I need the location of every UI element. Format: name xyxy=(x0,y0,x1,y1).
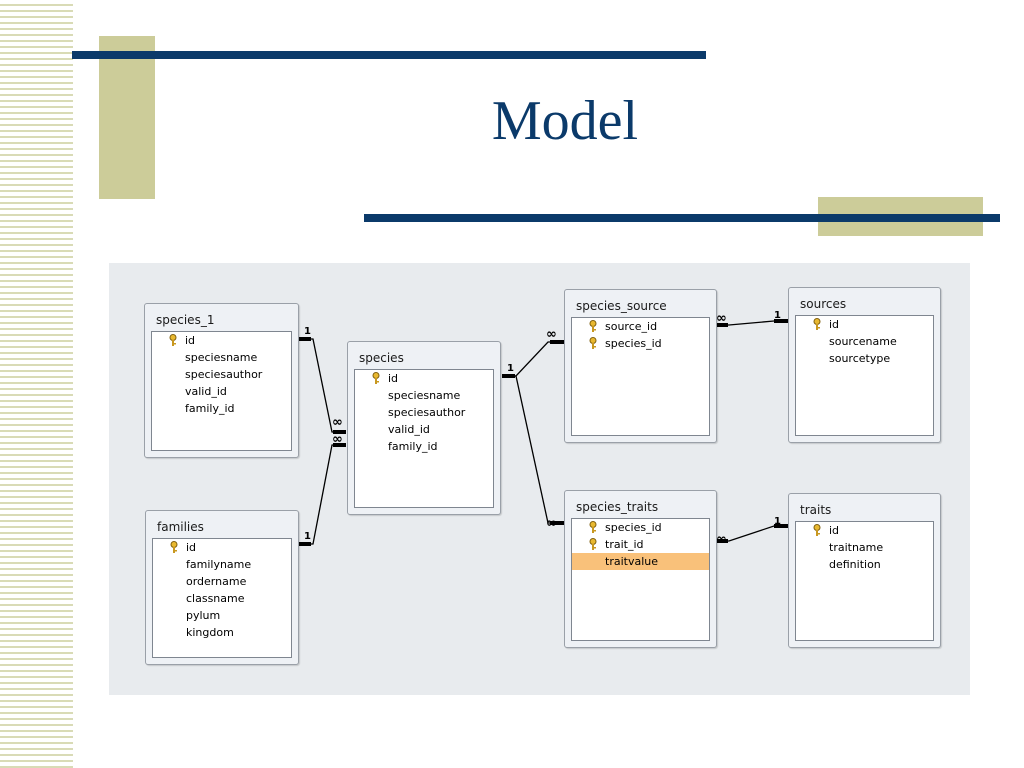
table-sources[interactable]: sources id sourcename sourcetype xyxy=(788,287,941,443)
relationship-diagram: 1 1 ∞ ∞ 1 ∞ ∞ ∞ 1 ∞ 1 species_1 id speci… xyxy=(109,263,970,695)
field-row[interactable]: id xyxy=(796,522,933,539)
field-row[interactable]: id xyxy=(355,370,493,387)
key-icon xyxy=(588,521,598,534)
slide-title: Model xyxy=(491,90,639,152)
field-row[interactable]: kingdom xyxy=(186,626,234,639)
many-label-species-b: ∞ xyxy=(332,432,343,447)
key-icon xyxy=(588,320,598,333)
field-row[interactable]: pylum xyxy=(186,609,221,622)
field-list: id traitname definition xyxy=(795,521,934,641)
field-row[interactable]: sourcetype xyxy=(829,352,891,365)
many-label-speciestraits: ∞ xyxy=(546,516,557,531)
field-row[interactable]: trait_id xyxy=(572,536,709,553)
relationship-lines: 1 1 ∞ ∞ 1 ∞ ∞ ∞ 1 ∞ 1 xyxy=(299,310,788,547)
key-icon xyxy=(168,334,178,347)
field-row[interactable]: id xyxy=(796,316,933,333)
table-species-traits[interactable]: species_traits species_id trait_id trait… xyxy=(564,490,717,648)
table-traits[interactable]: traits id traitname definition xyxy=(788,493,941,648)
field-row-selected[interactable]: traitvalue xyxy=(572,553,709,570)
field-row[interactable]: source_id xyxy=(572,318,709,335)
decor-line-top xyxy=(72,51,706,59)
key-icon xyxy=(812,318,822,331)
table-species[interactable]: species id speciesname speciesauthor val… xyxy=(347,341,501,515)
one-label-species1: 1 xyxy=(304,326,311,337)
key-icon xyxy=(812,524,822,537)
field-row[interactable]: speciesauthor xyxy=(388,406,466,419)
many-label-species-a: ∞ xyxy=(332,415,343,430)
table-families[interactable]: families id familyname ordername classna… xyxy=(145,510,299,665)
one-label-species: 1 xyxy=(507,363,514,374)
field-row[interactable]: definition xyxy=(829,558,881,571)
one-label-sources: 1 xyxy=(774,310,781,321)
key-icon xyxy=(169,541,179,554)
many-label-speciessource-right: ∞ xyxy=(716,311,727,326)
decor-block-top xyxy=(99,36,155,199)
key-icon xyxy=(371,372,381,385)
field-list: id speciesname speciesauthor valid_id fa… xyxy=(151,331,292,451)
decor-line-bottom xyxy=(364,214,1000,222)
field-row[interactable]: familyname xyxy=(186,558,252,571)
table-name: species_source xyxy=(576,299,667,313)
field-list: id familyname ordername classname pylum … xyxy=(152,538,292,658)
field-row[interactable]: valid_id xyxy=(185,385,227,398)
field-list: species_id trait_id traitvalue xyxy=(571,518,710,641)
many-label-speciessource: ∞ xyxy=(546,327,557,342)
field-row[interactable]: speciesauthor xyxy=(185,368,263,381)
field-row[interactable]: speciesname xyxy=(185,351,258,364)
field-row[interactable]: family_id xyxy=(388,440,438,453)
one-label-traits: 1 xyxy=(774,516,781,527)
table-name: traits xyxy=(800,503,832,517)
field-list: source_id species_id xyxy=(571,317,710,436)
table-name: sources xyxy=(800,297,847,311)
table-species-source[interactable]: species_source source_id species_id xyxy=(564,289,717,443)
key-icon xyxy=(588,337,598,350)
link-families-species xyxy=(299,444,346,545)
table-name: species_traits xyxy=(576,500,659,514)
field-row[interactable]: valid_id xyxy=(388,423,430,436)
link-species-speciestraits xyxy=(502,375,564,524)
field-row[interactable]: species_id xyxy=(572,519,709,536)
table-name: families xyxy=(157,520,204,534)
field-row[interactable]: family_id xyxy=(185,402,235,415)
field-row[interactable]: speciesname xyxy=(388,389,461,402)
many-label-speciestraits-right: ∞ xyxy=(716,532,727,547)
field-row[interactable]: id xyxy=(152,332,291,349)
field-row[interactable]: sourcename xyxy=(829,335,897,348)
one-label-families: 1 xyxy=(304,531,311,542)
field-row[interactable]: classname xyxy=(186,592,245,605)
field-list: id speciesname speciesauthor valid_id fa… xyxy=(354,369,494,508)
field-row[interactable]: traitname xyxy=(829,541,884,554)
table-name: species xyxy=(359,351,404,365)
key-icon xyxy=(588,538,598,551)
table-species-1[interactable]: species_1 id speciesname speciesauthor v… xyxy=(144,303,299,458)
table-name: species_1 xyxy=(156,313,215,327)
field-row[interactable]: species_id xyxy=(572,335,709,352)
field-list: id sourcename sourcetype xyxy=(795,315,934,436)
field-row[interactable]: id xyxy=(153,539,291,556)
left-striped-band xyxy=(0,0,73,768)
field-row[interactable]: ordername xyxy=(186,575,247,588)
